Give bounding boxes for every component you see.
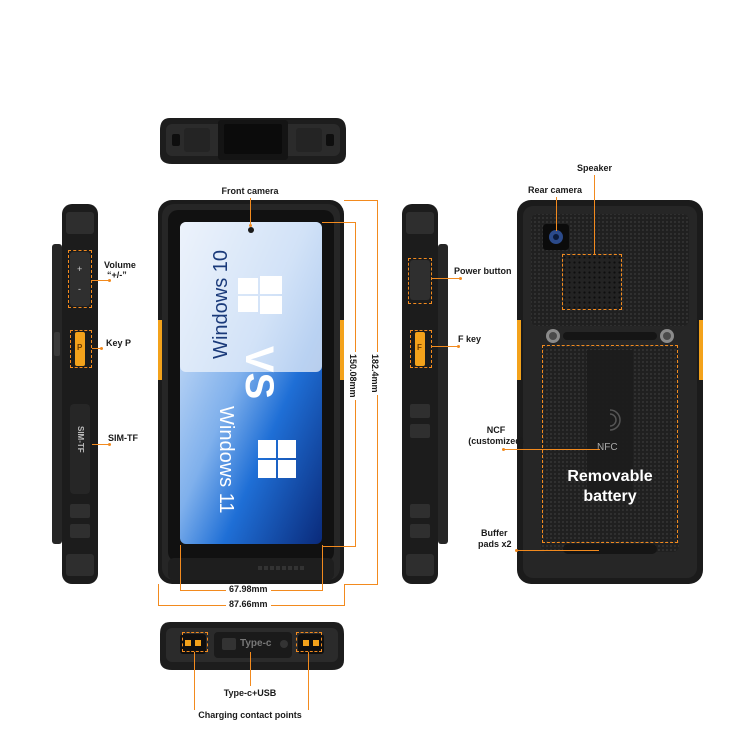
screen-vs-text: VS [237,345,282,400]
screen-width-tick-left [180,545,181,591]
removable-battery-line1: Removable [567,468,653,485]
ncf-leader [504,449,600,450]
buffer-pads-dot [515,549,518,552]
type-c-leader [250,652,251,686]
device-left-side-drawing [52,204,98,584]
key-p-mark: P [77,343,83,352]
device-back-drawing [517,200,703,584]
charging-contact-right-highlight [296,632,322,652]
f-key-leader [432,346,458,347]
device-top-view-drawing [160,118,346,164]
volume-sub-label: “+/-” [107,270,127,280]
charging-leader-right [308,652,309,710]
speaker-label: Speaker [577,163,613,173]
vol-plus-mark: + [77,264,83,274]
buffer-pads-sub-label: pads x2 [478,539,512,549]
device-bottom-view: Type-c [158,618,346,674]
volume-dot [108,279,111,282]
screen-width-dim: 67.98mm [226,584,271,594]
key-f-mark: F [417,343,422,352]
rear-camera-leader [556,197,557,231]
power-button-label: Power button [454,266,512,276]
device-top-view [158,112,348,168]
ncf-sub-label: (customized) [468,436,524,446]
device-right-side-view: F [396,204,452,584]
power-button-dot [459,277,462,280]
device-bottom-drawing [160,622,344,670]
device-front-view: Windows 10 VS Windows 11 [158,200,344,584]
sim-tf-mark: SIM-TF [76,426,85,453]
charging-contact-left-highlight [182,632,208,652]
buffer-pads-leader [517,550,599,551]
power-button-leader [432,278,460,279]
f-key-highlight [410,330,432,368]
key-p-leader [92,348,102,349]
body-width-tick-left [158,584,159,606]
volume-leader [92,280,110,281]
device-left-side-view: + - P SIM-TF [48,204,104,584]
front-camera-dot [249,224,252,227]
nfc-mark: NFC [597,442,618,453]
volume-label: Volume [104,260,136,270]
charging-contact-points-label: Charging contact points [198,710,302,720]
device-back-view: NFC Removable battery [517,200,703,584]
sim-tf-leader [92,444,110,445]
volume-highlight [68,250,92,308]
screen-windows11-text: Windows 11 [215,406,237,514]
front-camera-label: Front camera [221,186,279,196]
body-height-tick-bottom [344,584,378,585]
front-camera-leader [250,198,251,224]
speaker-leader [594,175,595,255]
f-key-label: F key [458,334,482,344]
device-right-side-drawing [402,204,448,584]
screen-height-dim: 150.08mm [348,352,358,400]
type-c-port-mark: Type-c [240,638,272,649]
charging-leader-left [194,652,195,710]
removable-battery-line2: battery [583,488,637,505]
key-p-dot [100,347,103,350]
battery-highlight [542,345,678,543]
power-button-highlight [408,258,432,304]
body-height-tick-top [344,200,378,201]
buffer-pads-label: Buffer [481,528,508,538]
sim-tf-dot [108,443,111,446]
body-height-dim: 182.4mm [370,352,380,395]
sim-tf-label: SIM-TF [108,433,138,443]
key-p-label: Key P [106,338,132,348]
f-key-dot [457,345,460,348]
body-width-dim: 87.66mm [226,599,271,609]
rear-camera-label: Rear camera [528,185,583,195]
screen-width-tick-right [322,545,323,591]
type-c-usb-label: Type-c+USB [223,688,277,698]
screen-height-tick-bottom [322,546,356,547]
vol-minus-mark: - [78,284,81,294]
ncf-label: NCF [486,425,506,435]
device-front-drawing [158,200,344,584]
body-width-tick-right [344,584,345,606]
screen-windows10-text: Windows 10 [210,250,232,359]
screen-height-tick-top [322,222,356,223]
key-p-highlight [70,330,92,368]
speaker-highlight [562,254,622,310]
ncf-dot [502,448,505,451]
